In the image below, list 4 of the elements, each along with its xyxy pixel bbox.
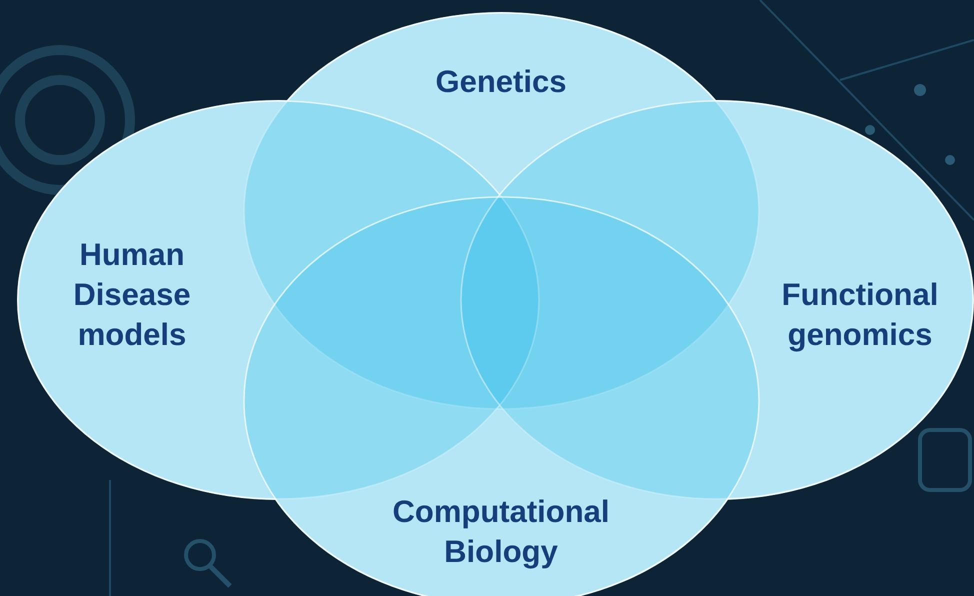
ellipse-label: Human Disease models (72, 236, 192, 354)
ellipse-label: Genetics (434, 63, 568, 101)
ellipse-label: Functional genomics (780, 276, 940, 354)
ellipse-label: Computational Biology (392, 493, 610, 571)
